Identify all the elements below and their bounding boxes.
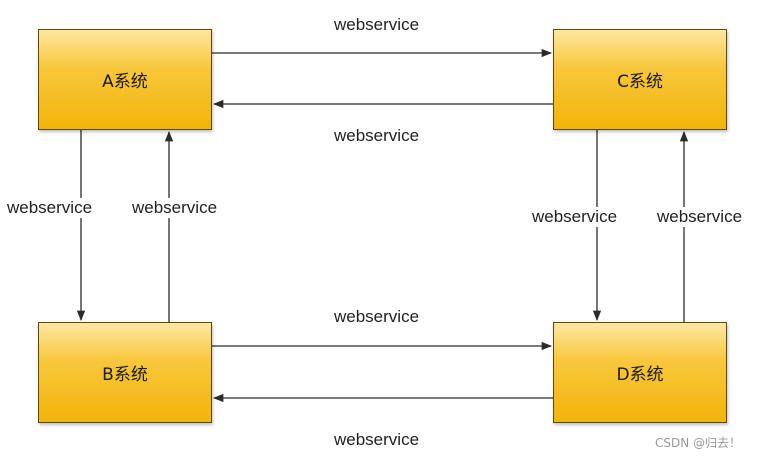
system-a-label: A系统	[102, 72, 148, 92]
system-d-label: D系统	[616, 365, 664, 385]
system-d-box: D系统	[553, 322, 727, 423]
system-b-label: B系统	[102, 365, 148, 385]
system-c-label: C系统	[617, 72, 663, 92]
label-c-to-d: webservice	[531, 207, 619, 227]
system-a-box: A系统	[38, 29, 212, 130]
label-c-to-a: webservice	[334, 126, 420, 145]
label-a-to-b: webservice	[6, 198, 94, 218]
system-b-box: B系统	[38, 322, 212, 423]
label-b-to-d: webservice	[334, 307, 420, 326]
label-d-to-b: webservice	[334, 430, 420, 449]
label-b-to-a: webservice	[131, 198, 219, 218]
label-a-to-c: webservice	[334, 15, 420, 34]
label-d-to-c: webservice	[656, 207, 744, 227]
csdn-watermark: CSDN @归去！	[655, 436, 742, 450]
system-c-box: C系统	[553, 29, 727, 130]
